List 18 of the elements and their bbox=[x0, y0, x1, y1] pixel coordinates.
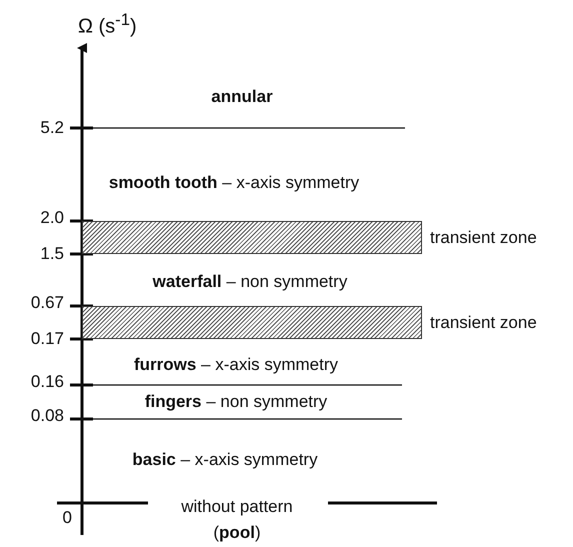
region-label: smooth tooth – x-axis symmetry bbox=[108, 173, 360, 193]
tick-label: 0.08 bbox=[30, 406, 64, 426]
tick-label: 0.16 bbox=[30, 372, 64, 392]
zone-label: transient zone bbox=[430, 312, 537, 332]
tick-label: 5.2 bbox=[39, 118, 64, 138]
zone-label: transient zone bbox=[430, 228, 537, 248]
tick-label: 2.0 bbox=[39, 208, 64, 228]
axis-title: Ω (s$^{-1}$) bbox=[78, 9, 137, 39]
region-label: basic – x-axis symmetry bbox=[132, 450, 318, 470]
region-label: furrows – x-axis symmetry bbox=[134, 355, 338, 375]
region-label: fingers – non symmetry bbox=[144, 392, 328, 412]
tick-label: 0.67 bbox=[30, 293, 64, 313]
tick-label: 0 bbox=[62, 508, 72, 528]
pattern-label: without pattern (pool) bbox=[180, 496, 294, 544]
region-label: waterfall – non symmetry bbox=[152, 272, 348, 292]
region-label: annular bbox=[211, 87, 273, 107]
tick-label: 0.17 bbox=[30, 329, 64, 349]
tick-label: 1.5 bbox=[39, 244, 64, 264]
